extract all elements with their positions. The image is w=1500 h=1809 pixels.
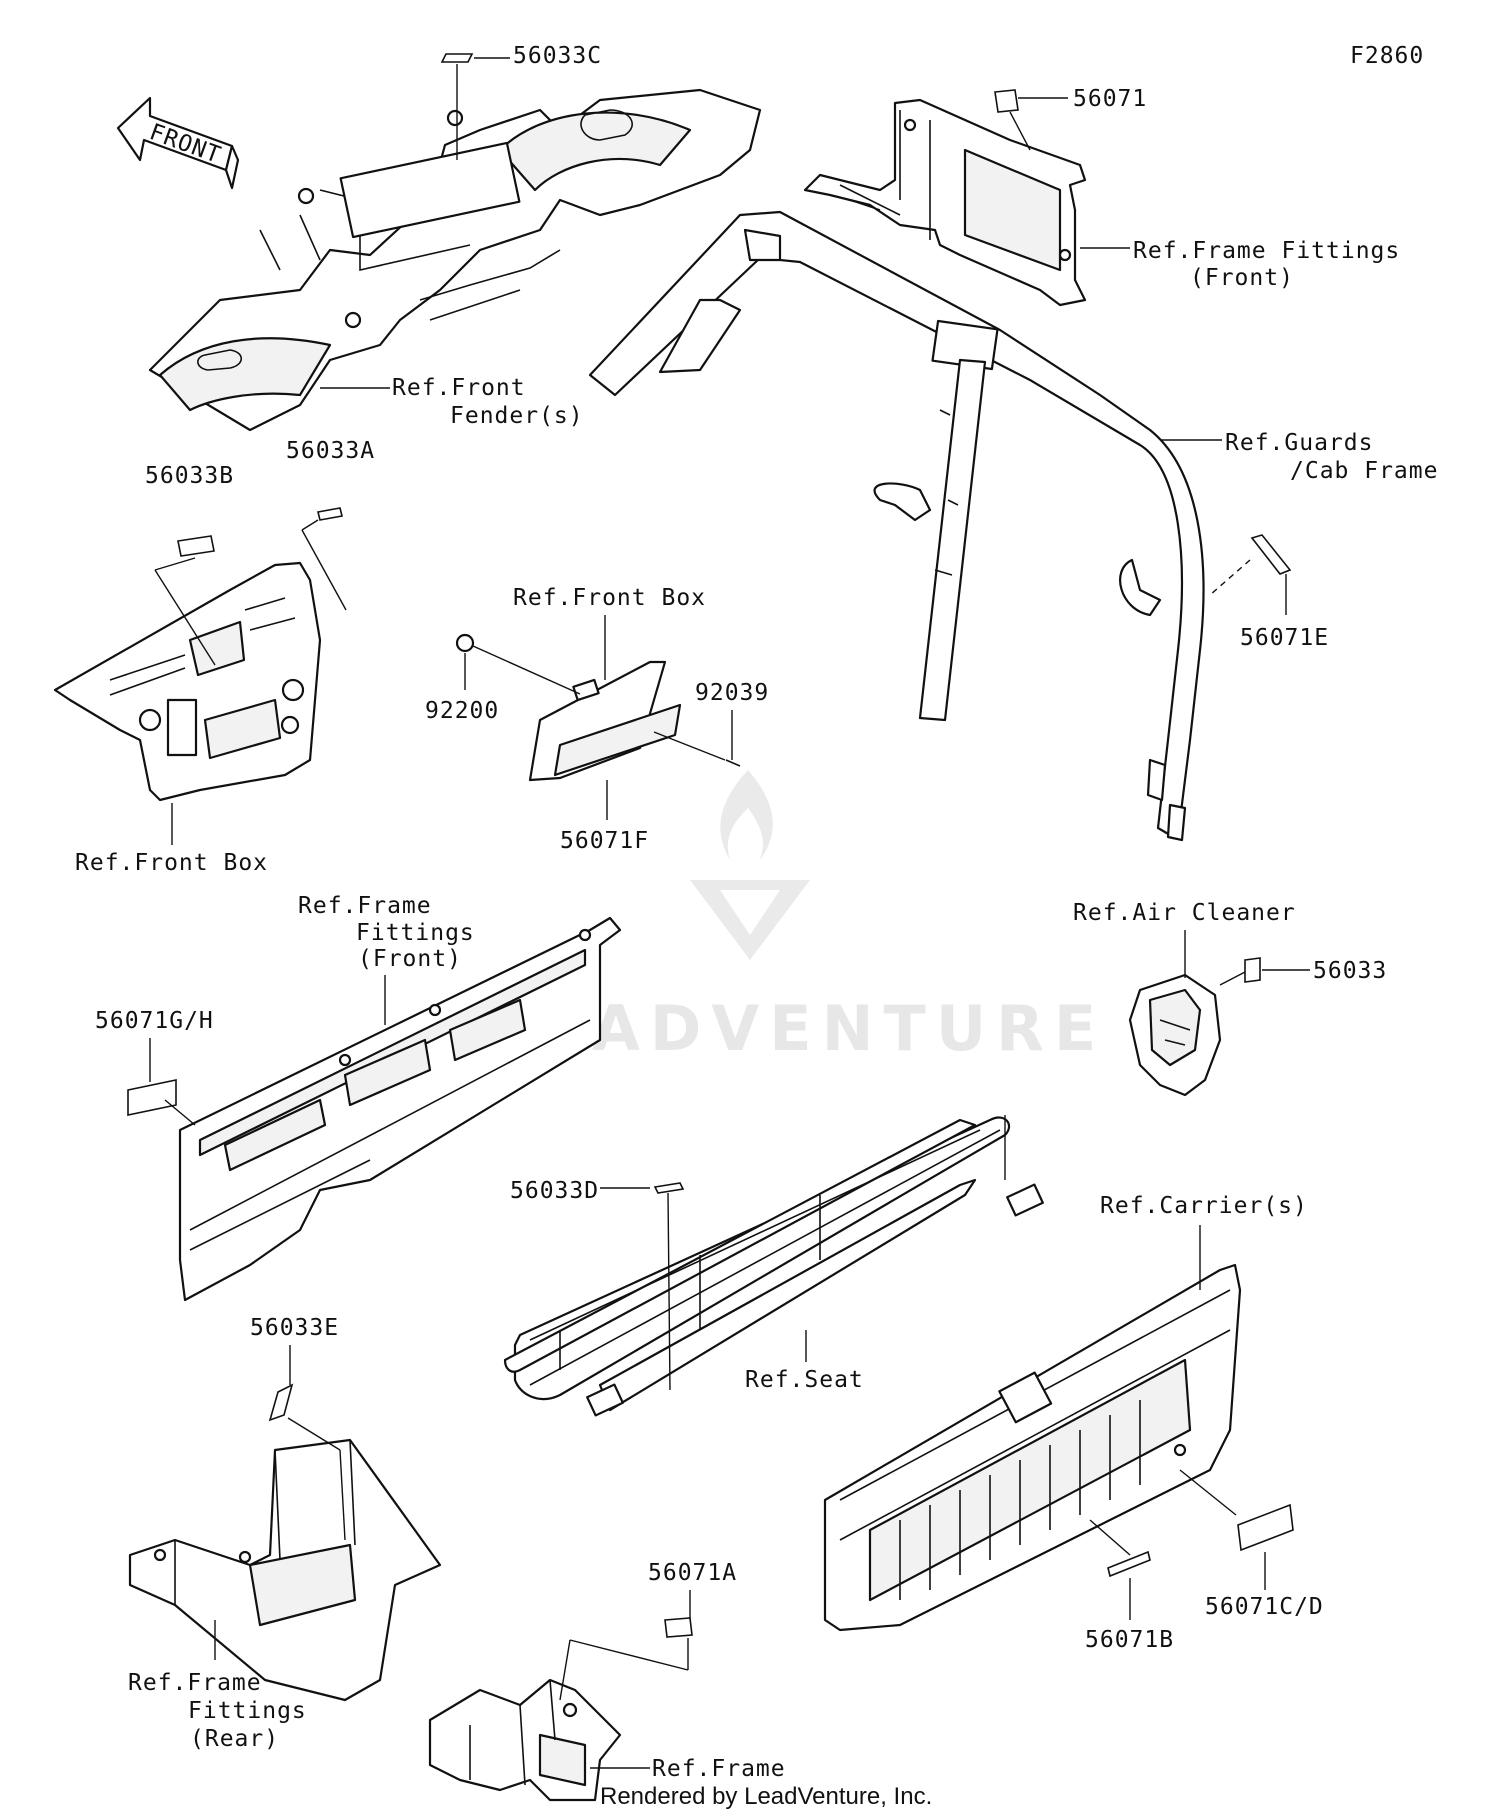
callout-ref-frame-fittings-rear-line3[interactable]: (Rear) xyxy=(190,1726,279,1752)
carrier-rear xyxy=(823,1263,1242,1632)
callout-56033E[interactable]: 56033E xyxy=(250,1315,339,1341)
frame-bracket-rear xyxy=(428,1678,622,1802)
callout-ref-carriers[interactable]: Ref.Carrier(s) xyxy=(1100,1193,1308,1219)
front-arrow-icon: FRONT xyxy=(116,96,240,190)
callout-56071[interactable]: 56071 xyxy=(1073,86,1147,112)
callout-56033D[interactable]: 56033D xyxy=(510,1178,599,1204)
callout-ref-guards-line1[interactable]: Ref.Guards xyxy=(1225,430,1373,456)
callout-ref-frame-fittings-front-line2[interactable]: (Front) xyxy=(1190,265,1294,291)
callout-ref-front-box-center[interactable]: Ref.Front Box xyxy=(513,585,706,611)
callout-56033[interactable]: 56033 xyxy=(1313,958,1387,984)
cab-frame-guards xyxy=(588,210,1205,842)
callout-ref-frame-fittings-front-line1[interactable]: Ref.Frame Fittings xyxy=(1133,238,1400,264)
callout-ref-frame[interactable]: Ref.Frame xyxy=(652,1756,786,1782)
callout-ref-frame-fittings-rear-line1[interactable]: Ref.Frame xyxy=(128,1670,262,1696)
frame-fittings-rear xyxy=(128,1438,442,1702)
decal-56071CD xyxy=(1237,1503,1294,1552)
decal-56071GH xyxy=(127,1079,177,1116)
callout-ref-frame-fittings-mid-line2[interactable]: Fittings xyxy=(356,920,475,946)
callout-56033A[interactable]: 56033A xyxy=(286,438,375,464)
seat-rack xyxy=(503,1116,1044,1417)
front-box-left xyxy=(53,561,322,802)
decal-56033B xyxy=(177,535,215,557)
callout-92200[interactable]: 92200 xyxy=(425,698,499,724)
decal-56071B xyxy=(1107,1550,1151,1578)
decal-56033E xyxy=(268,1383,294,1422)
render-credit: Rendered by LeadVenture, Inc. xyxy=(600,1783,932,1809)
callout-ref-front-fenders-line2[interactable]: Fender(s) xyxy=(450,403,584,429)
decal-56033 xyxy=(1244,957,1261,983)
callout-56071A[interactable]: 56071A xyxy=(648,1560,737,1586)
callout-ref-front-fenders-line1[interactable]: Ref.Front xyxy=(392,375,526,401)
callout-56071GH[interactable]: 56071G/H xyxy=(95,1008,214,1034)
callout-56071B[interactable]: 56071B xyxy=(1085,1627,1174,1653)
air-cleaner xyxy=(1128,973,1222,1097)
callout-ref-frame-fittings-mid-line3[interactable]: (Front) xyxy=(358,946,462,972)
decal-56033C xyxy=(440,53,474,63)
callout-56071E[interactable]: 56071E xyxy=(1240,625,1329,651)
decal-56033A xyxy=(317,507,343,521)
callout-ref-guards-line2[interactable]: /Cab Frame xyxy=(1290,458,1438,484)
callout-ref-front-box-left[interactable]: Ref.Front Box xyxy=(75,850,268,876)
callout-56033B[interactable]: 56033B xyxy=(145,463,234,489)
callout-ref-air-cleaner[interactable]: Ref.Air Cleaner xyxy=(1073,900,1296,926)
front-box-lid-center xyxy=(455,633,741,782)
decal-56071A xyxy=(664,1617,693,1638)
frame-fittings-front-panel xyxy=(178,916,622,1302)
callout-56071F[interactable]: 56071F xyxy=(560,828,649,854)
callout-92039[interactable]: 92039 xyxy=(695,680,769,706)
callout-56033C[interactable]: 56033C xyxy=(513,43,602,69)
callout-ref-frame-fittings-mid-line1[interactable]: Ref.Frame xyxy=(298,893,432,919)
figure-code: F2860 xyxy=(1350,43,1424,69)
callout-ref-frame-fittings-rear-line2[interactable]: Fittings xyxy=(188,1698,307,1724)
front-fenders-assembly xyxy=(148,88,762,432)
decal-56071E xyxy=(1250,534,1292,575)
front-arrow-label: FRONT xyxy=(146,119,225,169)
callout-ref-seat[interactable]: Ref.Seat xyxy=(745,1367,864,1393)
callout-56071CD[interactable]: 56071C/D xyxy=(1205,1594,1324,1620)
frame-fittings-front-top xyxy=(803,98,1087,307)
decal-56071 xyxy=(994,89,1019,113)
decal-56033D xyxy=(653,1182,685,1194)
